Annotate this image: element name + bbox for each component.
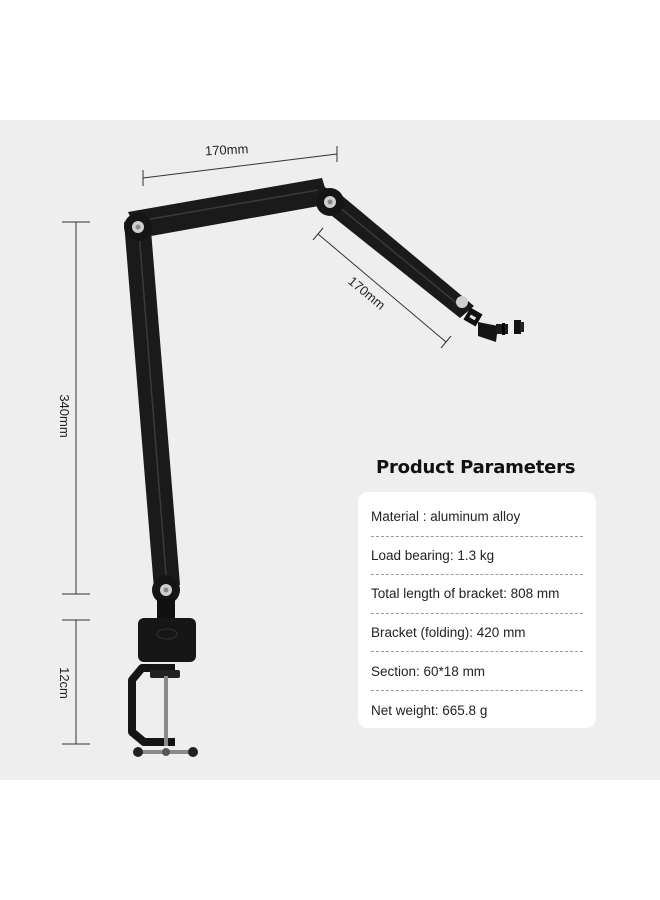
- joint-top-left: [124, 213, 152, 241]
- product-image-area: 170mm 170mm 340mm 12cm: [0, 120, 660, 780]
- boom-arm: [124, 178, 524, 757]
- dimension-label-clamp: 12cm: [57, 667, 72, 699]
- dimension-vertical-arm: 340mm: [57, 221, 90, 595]
- dimension-label-vertical-arm: 340mm: [57, 394, 72, 437]
- param-row-load-bearing: Load bearing: 1.3 kg: [371, 537, 583, 576]
- dimension-top-arm: 170mm: [142, 141, 338, 186]
- joint-top-right: [316, 188, 344, 216]
- base-neck: [157, 598, 175, 620]
- dimension-label-top-arm: 170mm: [205, 141, 249, 158]
- param-row-total-length: Total length of bracket: 808 mm: [371, 575, 583, 614]
- joint-bottom: [152, 576, 180, 604]
- product-parameters-title: Product Parameters: [376, 457, 576, 478]
- dimension-clamp: 12cm: [57, 619, 90, 745]
- top-arm-segment: [128, 178, 330, 238]
- dimension-label-fore-arm: 170mm: [345, 273, 388, 312]
- boom-arm-illustration: 170mm 170mm 340mm 12cm: [57, 141, 524, 757]
- joint-fore-end: [456, 296, 468, 308]
- product-parameters-card: Material : aluminum alloy Load bearing: …: [358, 492, 596, 728]
- fore-arm-segment: [322, 186, 474, 318]
- param-row-material: Material : aluminum alloy: [371, 498, 583, 537]
- param-row-section: Section: 60*18 mm: [371, 652, 583, 691]
- param-row-bracket-folding: Bracket (folding): 420 mm: [371, 614, 583, 653]
- mic-mount-head: [463, 307, 524, 342]
- clamp-base: [128, 618, 198, 757]
- param-row-net-weight: Net weight: 665.8 g: [371, 702, 488, 718]
